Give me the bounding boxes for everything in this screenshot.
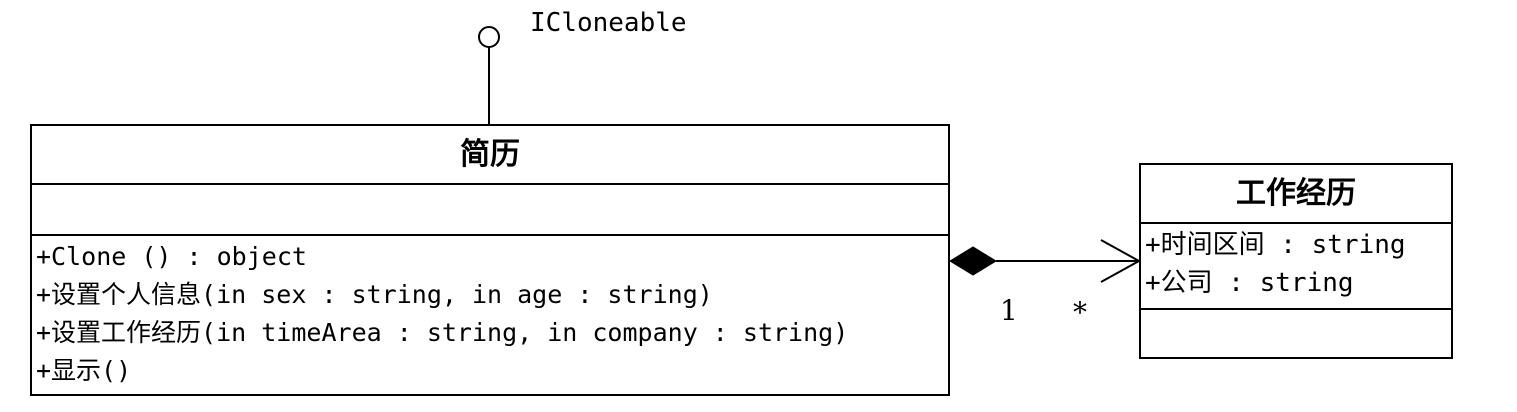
- operations-section-resume: +Clone () : object +设置个人信息(in sex : stri…: [32, 236, 948, 390]
- attribute-company: +公司 : string: [1145, 268, 1354, 298]
- attributes-section-work-experience: +时间区间 : string +公司 : string: [1141, 224, 1451, 310]
- attributes-section-resume: [32, 185, 948, 236]
- class-name-work-experience: 工作经历: [1141, 165, 1451, 224]
- class-name-resume: 简历: [32, 126, 948, 185]
- operations-section-work-experience: [1141, 310, 1451, 356]
- class-resume[interactable]: 简历 +Clone () : object +设置个人信息(in sex : s…: [30, 124, 950, 396]
- multiplicity-source: 1: [1000, 294, 1018, 327]
- composition-diamond-icon: [949, 246, 997, 276]
- operation-display: +显示(): [36, 356, 132, 385]
- operation-clone: +Clone () : object: [36, 242, 307, 271]
- operation-set-work-experience: +设置工作经历(in timeArea : string, in company…: [36, 318, 849, 347]
- multiplicity-target: *: [1073, 296, 1087, 329]
- class-work-experience[interactable]: 工作经历 +时间区间 : string +公司 : string: [1139, 163, 1453, 359]
- attribute-time-area: +时间区间 : string: [1145, 230, 1406, 260]
- operation-set-personal-info: +设置个人信息(in sex : string, in age : string…: [36, 280, 713, 309]
- interface-lollipop-icon: [478, 26, 500, 48]
- interface-label: ICloneable: [530, 8, 687, 38]
